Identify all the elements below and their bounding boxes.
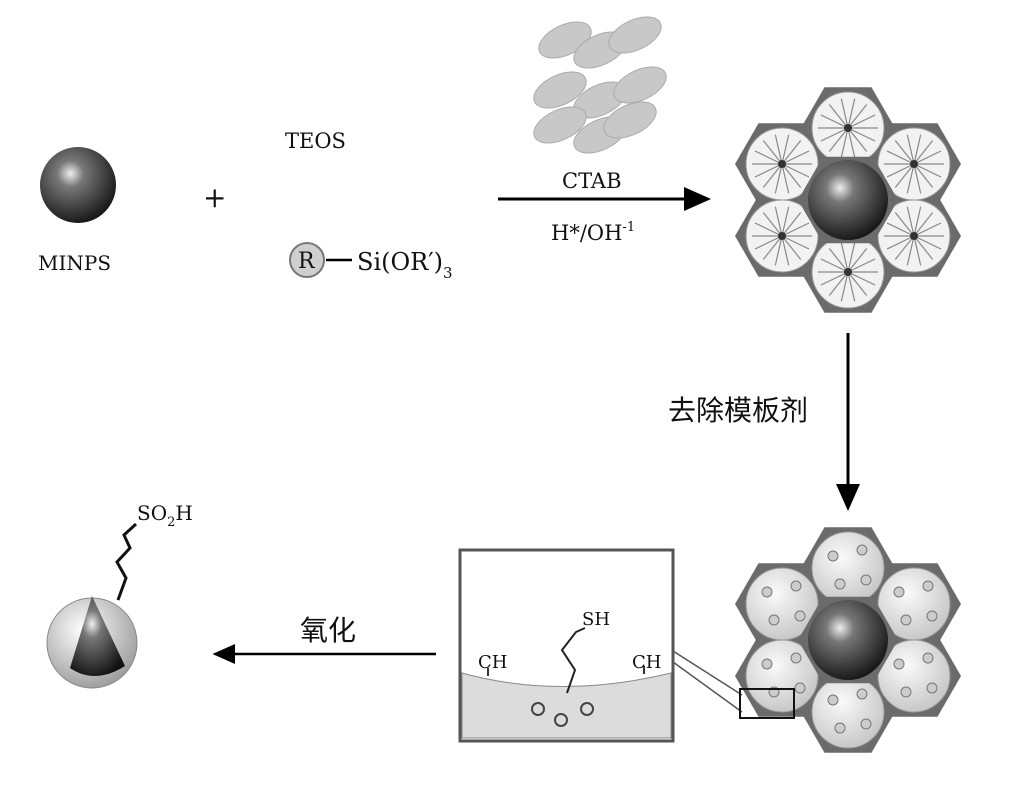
sh-label: SH xyxy=(582,609,610,630)
conditions-label: H*/OH xyxy=(551,221,622,245)
silane-subscript: 3 xyxy=(443,264,453,282)
so-h-label: H xyxy=(175,501,192,525)
magnetic-core xyxy=(808,600,888,680)
micelle xyxy=(608,16,662,54)
teos-label: TEOS xyxy=(285,129,346,153)
functional-group xyxy=(834,722,846,734)
functional-group xyxy=(922,652,934,664)
ctab-label: CTAB xyxy=(562,169,622,193)
functional-group xyxy=(761,586,773,598)
ch-left-label: CH xyxy=(478,652,507,673)
functional-group xyxy=(860,574,872,586)
functional-group xyxy=(790,580,802,592)
magnetic-core xyxy=(808,160,888,240)
micelle xyxy=(603,101,657,139)
functional-group xyxy=(860,718,872,730)
functional-group xyxy=(794,610,806,622)
functional-group xyxy=(856,544,868,556)
functional-group xyxy=(834,578,846,590)
svg-text:H*/OH-1: H*/OH-1 xyxy=(551,220,635,245)
minps-sphere xyxy=(40,147,116,223)
functional-group xyxy=(900,614,912,626)
functional-group xyxy=(761,658,773,670)
organosilane: R Si(OR′)3 xyxy=(289,242,453,282)
ctab-micelles-image xyxy=(533,16,667,154)
functional-group xyxy=(790,652,802,664)
micelle xyxy=(533,71,587,109)
plus-sign: + xyxy=(203,181,226,214)
sulfonated-particle: SO2H xyxy=(46,501,193,689)
svg-text:SO2H: SO2H xyxy=(137,501,193,530)
r-group-circle xyxy=(289,242,325,278)
micelle xyxy=(533,106,587,144)
minps-label: MINPS xyxy=(38,251,111,275)
svg-text:Si(OR′)3: Si(OR′)3 xyxy=(357,248,453,282)
functional-group xyxy=(827,550,839,562)
functional-group xyxy=(794,682,806,694)
pore xyxy=(811,531,885,605)
micelle xyxy=(613,66,667,104)
pore xyxy=(811,675,885,749)
functional-group xyxy=(900,686,912,698)
r-group-label: R xyxy=(298,249,316,274)
functional-group xyxy=(893,658,905,670)
functional-group xyxy=(827,694,839,706)
so-label: SO xyxy=(137,501,167,525)
functional-group xyxy=(768,614,780,626)
silane-label: Si(OR′) xyxy=(357,248,443,276)
oxidation-label: 氧化 xyxy=(300,614,356,647)
pore-wall-inset: SH CH CH xyxy=(458,548,795,743)
functional-group xyxy=(926,610,938,622)
mesoporous-functionalized-particle xyxy=(735,527,961,753)
functional-group xyxy=(926,682,938,694)
so-subscript: 2 xyxy=(167,515,175,530)
ch-right-label: CH xyxy=(632,652,661,673)
template-filled-particle xyxy=(735,87,961,313)
functional-group xyxy=(922,580,934,592)
functional-group xyxy=(893,586,905,598)
conditions-superscript: -1 xyxy=(622,220,635,235)
functional-group xyxy=(856,688,868,700)
remove-template-label: 去除模板剂 xyxy=(668,394,808,427)
